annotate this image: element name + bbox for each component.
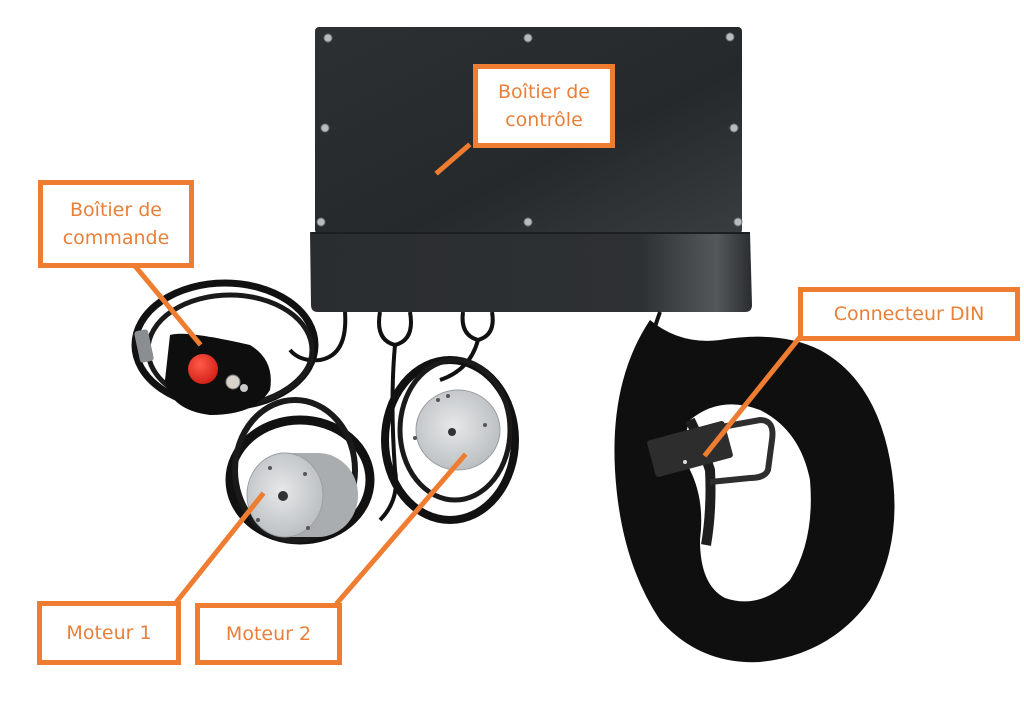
motor-1-callout: Moteur 1 (37, 601, 181, 665)
control-box-callout: Boîtier de contrôle (473, 64, 615, 148)
din-connector-callout: Connecteur DIN (798, 287, 1020, 341)
control-box-label: Boîtier de contrôle (498, 81, 590, 131)
motor-2 (381, 356, 519, 524)
motor-2-label: Moteur 2 (225, 623, 312, 645)
command-box (131, 279, 319, 415)
cables (288, 311, 662, 522)
leader-lines (131, 142, 804, 606)
screw-icons (316, 32, 743, 227)
din-connector-label: Connecteur DIN (833, 303, 985, 325)
command-box-callout: Boîtier de commande (38, 180, 194, 268)
motor-1-label: Moteur 1 (66, 622, 152, 644)
motor-2-callout: Moteur 2 (195, 603, 342, 665)
motor-1 (225, 397, 375, 545)
command-box-label: Boîtier de commande (62, 199, 170, 249)
din-connector-sleeve (614, 320, 895, 663)
